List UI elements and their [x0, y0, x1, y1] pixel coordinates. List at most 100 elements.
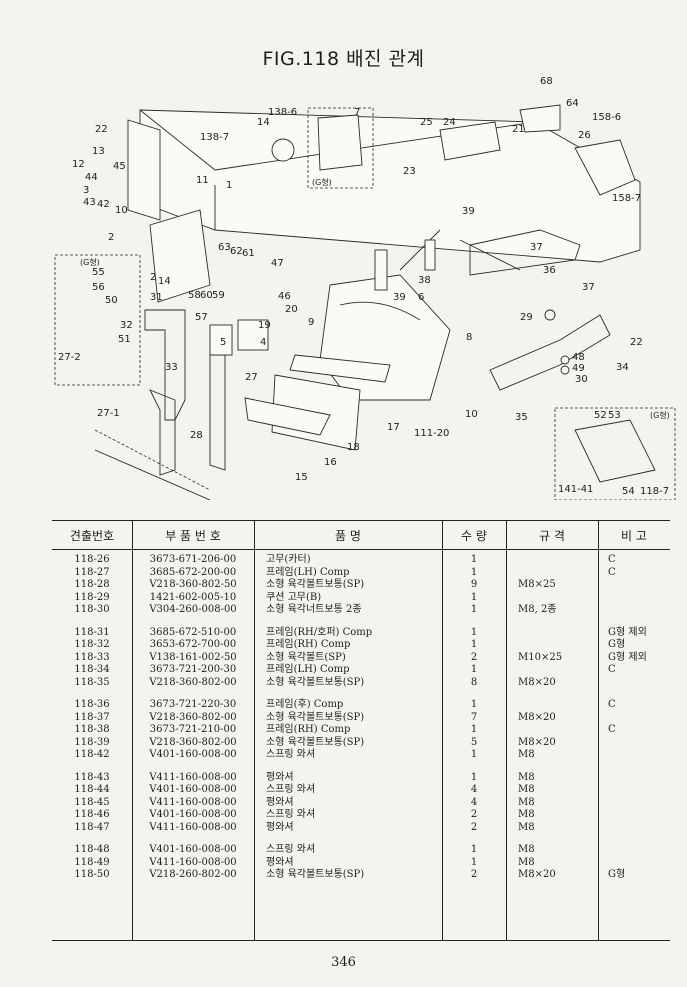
- cell-ref: 118-50: [74, 869, 110, 880]
- cell-qty: 1: [470, 856, 478, 868]
- cell-name: 소형 육각볼트보통(SP): [266, 711, 365, 723]
- svg-text:158-7: 158-7: [612, 193, 641, 204]
- column-divider: [132, 548, 133, 940]
- cell-ref: 118-42: [74, 749, 110, 760]
- frame-31: [144, 309, 186, 421]
- svg-text:20: 20: [285, 304, 298, 315]
- cell-name: 스프링 와셔: [266, 844, 316, 855]
- cell-ref: 118-29: [74, 591, 110, 603]
- cell-note: [598, 797, 670, 810]
- svg-text:64: 64: [566, 98, 579, 109]
- cell-part: V411-160-008-00: [149, 771, 237, 783]
- column-divider: [506, 520, 507, 548]
- cell-qty: 1: [470, 554, 478, 565]
- cell-name: 소형 육각너트보통 2종: [266, 604, 362, 615]
- svg-text:21: 21: [512, 124, 525, 135]
- header-name: 품 명: [335, 528, 361, 543]
- svg-text:19: 19: [258, 320, 271, 331]
- svg-text:46: 46: [278, 291, 291, 302]
- svg-text:36: 36: [543, 265, 556, 276]
- cell-part: 3653-672-700-00: [149, 639, 237, 650]
- svg-text:138-7: 138-7: [200, 132, 229, 143]
- frame-27: [209, 354, 226, 471]
- cell-name: 평와셔: [266, 796, 294, 808]
- svg-text:2: 2: [150, 272, 156, 283]
- cell-name: 소형 육각볼트보통(SP): [266, 579, 365, 590]
- svg-text:68: 68: [540, 76, 553, 87]
- cell-ref: 118-48: [74, 844, 110, 855]
- cell-ref: 118-30: [74, 604, 110, 615]
- svg-text:47: 47: [271, 258, 284, 269]
- cell-name: 스프링 와셔: [266, 809, 316, 820]
- cell-part: V218-260-802-00: [149, 869, 237, 880]
- g-type-inset-right: [554, 407, 676, 500]
- cell-ref: 118-44: [74, 784, 110, 795]
- cell-part: V304-260-008-00: [149, 604, 237, 615]
- svg-text:28: 28: [190, 430, 203, 441]
- cell-name: 소형 육각볼트보통(SP): [266, 869, 365, 880]
- svg-text:23: 23: [403, 166, 416, 177]
- cell-ref: 118-49: [74, 856, 110, 868]
- cell-ref: 118-31: [74, 626, 110, 638]
- cell-spec: M8×20: [518, 676, 556, 688]
- cell-note: C: [608, 566, 616, 578]
- svg-text:27-2: 27-2: [58, 352, 81, 363]
- cell-part: V218-360-802-00: [149, 711, 237, 723]
- cell-ref: 118-45: [74, 796, 110, 808]
- cell-name: 프레임(후) Comp: [266, 699, 344, 710]
- svg-text:13: 13: [92, 146, 105, 157]
- left-plate: [149, 209, 211, 303]
- cell-qty: 1: [470, 844, 478, 855]
- cell-note: [598, 822, 670, 835]
- cell-note: G형 제외: [608, 626, 647, 638]
- cell-part: 3673-721-200-30: [149, 664, 237, 675]
- column-divider: [598, 520, 599, 548]
- bracket-19: [237, 319, 269, 351]
- cell-spec: [506, 639, 598, 652]
- cell-ref: 118-38: [74, 724, 110, 735]
- cell-part: V138-161-002-50: [149, 651, 237, 663]
- svg-text:57: 57: [195, 312, 208, 323]
- svg-text:10: 10: [465, 409, 478, 420]
- disc-138-6: [271, 138, 295, 162]
- svg-text:45: 45: [113, 161, 126, 172]
- svg-text:49: 49: [572, 363, 585, 374]
- figure-title: FIG.118 배진 관계: [262, 48, 425, 70]
- svg-text:(G형): (G형): [650, 411, 670, 420]
- column-divider: [442, 548, 443, 940]
- svg-text:39: 39: [393, 292, 406, 303]
- cell-ref: 118-39: [74, 736, 110, 748]
- cell-part: V411-160-008-00: [149, 821, 237, 833]
- cell-ref: 118-27: [74, 566, 110, 578]
- svg-text:7: 7: [354, 107, 360, 118]
- cell-note: G형: [608, 869, 626, 880]
- cell-ref: 118-46: [74, 809, 110, 820]
- svg-text:8: 8: [466, 332, 472, 343]
- rubber-cover: [574, 139, 636, 196]
- page-number: 346: [331, 955, 356, 970]
- cell-name: 쿠션 고무(B): [266, 591, 322, 603]
- cell-note: C: [608, 664, 616, 675]
- cell-spec: M8: [518, 809, 535, 820]
- svg-text:61: 61: [242, 248, 255, 259]
- cell-part: V218-360-802-00: [149, 736, 237, 748]
- lower-right-frame: [489, 314, 611, 391]
- cell-spec: M8×20: [518, 736, 556, 748]
- svg-text:51: 51: [118, 334, 131, 345]
- cell-name: 프레임(RH) Comp: [266, 724, 351, 735]
- cell-qty: 1: [470, 699, 478, 710]
- cell-ref: 118-28: [74, 579, 110, 590]
- column-divider: [254, 548, 255, 940]
- left-bracket: [127, 119, 161, 221]
- svg-text:54: 54: [622, 486, 635, 497]
- cell-qty: 8: [470, 676, 478, 688]
- cell-spec: M8, 2종: [518, 604, 557, 615]
- cell-part: 3685-672-200-00: [149, 566, 237, 578]
- column-divider: [598, 548, 599, 940]
